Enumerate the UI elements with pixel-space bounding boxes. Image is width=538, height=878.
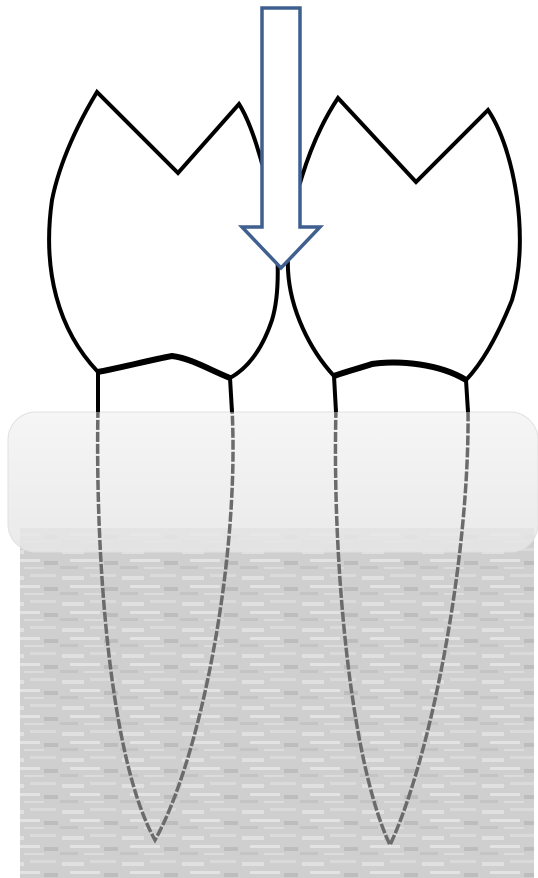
left-tooth-crown bbox=[49, 92, 278, 378]
gum-layer bbox=[8, 412, 538, 552]
left-tooth-neck-distal bbox=[230, 378, 232, 412]
right-tooth-neck-mesial bbox=[334, 376, 336, 412]
right-tooth-crown bbox=[288, 98, 520, 380]
right-tooth-neck-distal bbox=[466, 380, 468, 412]
